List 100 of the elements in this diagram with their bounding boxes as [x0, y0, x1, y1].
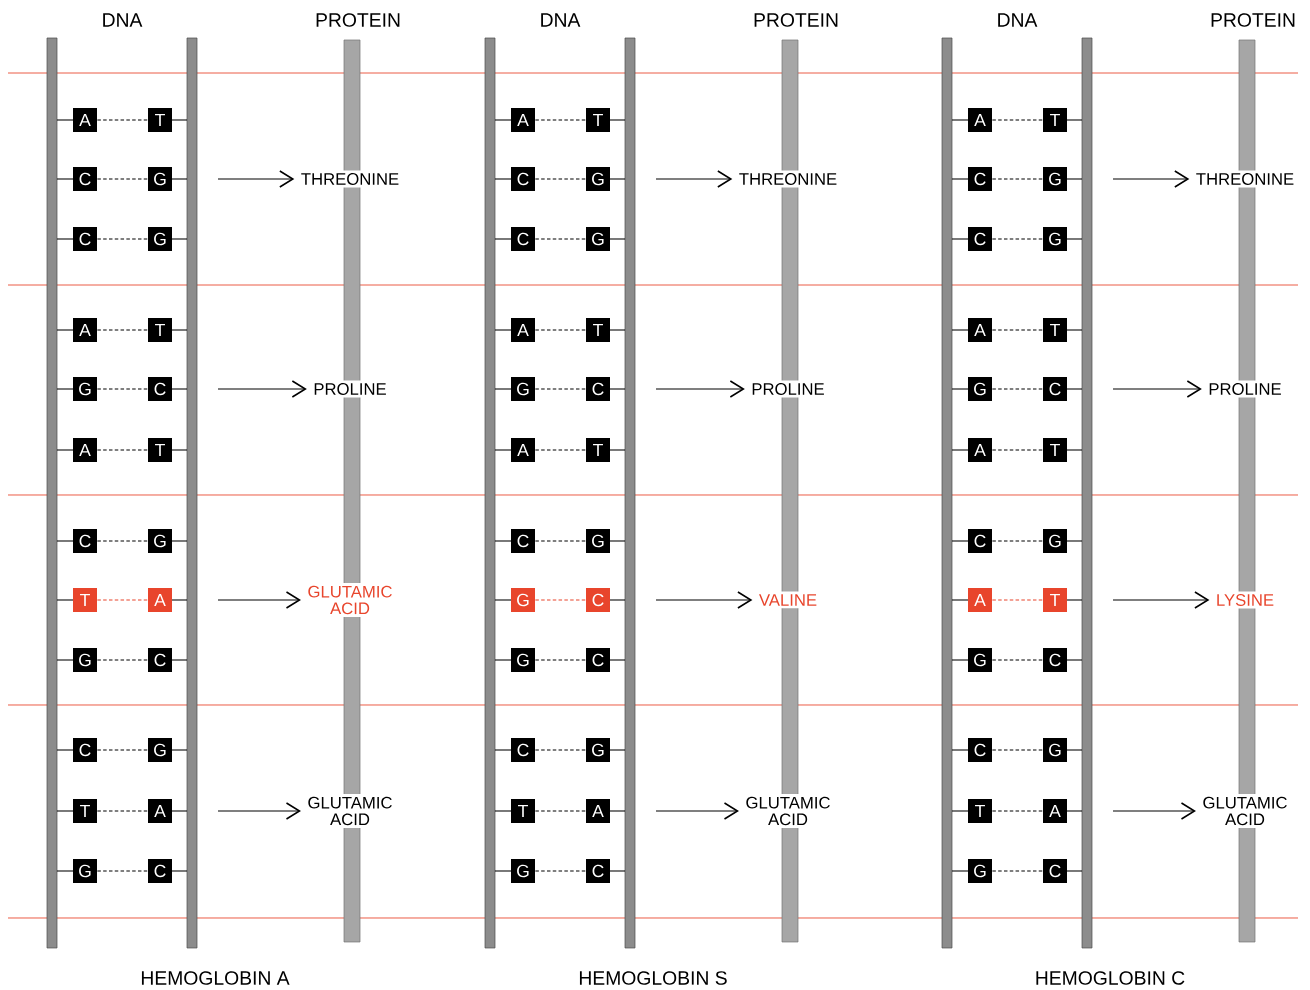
hydrogen-bond: [991, 329, 1044, 331]
hydrogen-bond: [991, 659, 1044, 661]
hydrogen-bond: [991, 238, 1044, 240]
column-heading: DNA: [998, 13, 1038, 27]
base-box: G: [73, 859, 97, 883]
base-box: A: [73, 108, 97, 132]
base-box: T: [148, 108, 172, 132]
base-box: T: [1043, 108, 1067, 132]
amino-acid-label: GLUTAMIC ACID: [304, 583, 396, 617]
base-box: A: [968, 438, 992, 462]
arrow: [655, 170, 733, 188]
base-box: C: [511, 738, 535, 762]
base-box: G: [511, 377, 535, 401]
hydrogen-bond: [96, 659, 149, 661]
base-box: C: [968, 738, 992, 762]
base-box: T: [586, 318, 610, 342]
arrow: [217, 380, 307, 398]
hydrogen-bond: [96, 810, 149, 812]
base-box: G: [968, 377, 992, 401]
base-box: A: [148, 588, 172, 612]
base-box: A: [73, 318, 97, 342]
base-box: G: [586, 167, 610, 191]
arrow: [1112, 170, 1190, 188]
hydrogen-bond: [991, 540, 1044, 542]
amino-acid-label: PROLINE: [1205, 380, 1285, 398]
base-box: A: [511, 438, 535, 462]
hydrogen-bond: [534, 388, 587, 390]
hydrogen-bond: [991, 810, 1044, 812]
amino-acid-label: VALINE: [756, 591, 820, 609]
hydrogen-bond: [96, 388, 149, 390]
amino-acid-label: PROLINE: [310, 380, 390, 398]
hydrogen-bond: [96, 329, 149, 331]
amino-acid-label: GLUTAMIC ACID: [304, 794, 396, 828]
hydrogen-bond: [534, 749, 587, 751]
base-box: G: [511, 588, 535, 612]
base-box: A: [968, 588, 992, 612]
base-box: A: [73, 438, 97, 462]
base-box: C: [73, 529, 97, 553]
hydrogen-bond: [991, 388, 1044, 390]
arrow: [1112, 380, 1202, 398]
arrow: [217, 802, 301, 820]
base-box: G: [73, 648, 97, 672]
base-box: C: [1043, 859, 1067, 883]
arrow: [217, 591, 301, 609]
hydrogen-bond: [96, 238, 149, 240]
base-box: C: [73, 738, 97, 762]
base-box: T: [968, 799, 992, 823]
hydrogen-bond: [534, 540, 587, 542]
base-box: G: [586, 738, 610, 762]
hydrogen-bond: [534, 329, 587, 331]
base-box: G: [586, 529, 610, 553]
hydrogen-bond: [96, 870, 149, 872]
base-box: T: [148, 438, 172, 462]
hydrogen-bond: [534, 810, 587, 812]
base-box: C: [586, 859, 610, 883]
base-box: G: [968, 859, 992, 883]
base-box: G: [586, 227, 610, 251]
hydrogen-bond: [991, 449, 1044, 451]
base-box: T: [1043, 588, 1067, 612]
base-box: C: [968, 227, 992, 251]
hydrogen-bond: [534, 659, 587, 661]
amino-acid-label: GLUTAMIC ACID: [742, 794, 834, 828]
base-box: C: [511, 167, 535, 191]
arrow: [1112, 802, 1196, 820]
base-box: A: [968, 318, 992, 342]
base-box: C: [968, 529, 992, 553]
base-box: C: [148, 377, 172, 401]
base-box: T: [148, 318, 172, 342]
base-box: C: [148, 859, 172, 883]
base-box: T: [73, 588, 97, 612]
hydrogen-bond: [534, 599, 587, 601]
base-box: G: [1043, 227, 1067, 251]
column-heading: PROTEIN: [1211, 13, 1295, 27]
hydrogen-bond: [991, 119, 1044, 121]
base-box: C: [73, 227, 97, 251]
base-box: T: [586, 438, 610, 462]
base-box: G: [148, 167, 172, 191]
base-box: G: [148, 738, 172, 762]
arrow: [217, 170, 295, 188]
hydrogen-bond: [991, 870, 1044, 872]
column-heading: PROTEIN: [754, 13, 838, 27]
panel-caption: HEMOGLOBIN S: [579, 971, 727, 985]
base-box: A: [511, 318, 535, 342]
arrow: [655, 380, 745, 398]
base-box: C: [586, 588, 610, 612]
base-box: G: [148, 227, 172, 251]
hydrogen-bond: [96, 540, 149, 542]
base-box: T: [586, 108, 610, 132]
panel-caption: HEMOGLOBIN A: [141, 971, 290, 985]
amino-acid-label: THREONINE: [298, 170, 402, 188]
amino-acid-label: THREONINE: [1193, 170, 1297, 188]
base-box: C: [1043, 377, 1067, 401]
column-heading: DNA: [541, 13, 581, 27]
base-box: A: [968, 108, 992, 132]
base-box: C: [73, 167, 97, 191]
base-box: C: [586, 377, 610, 401]
base-box: G: [1043, 738, 1067, 762]
base-box: T: [511, 799, 535, 823]
hydrogen-bond: [96, 178, 149, 180]
base-box: G: [148, 529, 172, 553]
